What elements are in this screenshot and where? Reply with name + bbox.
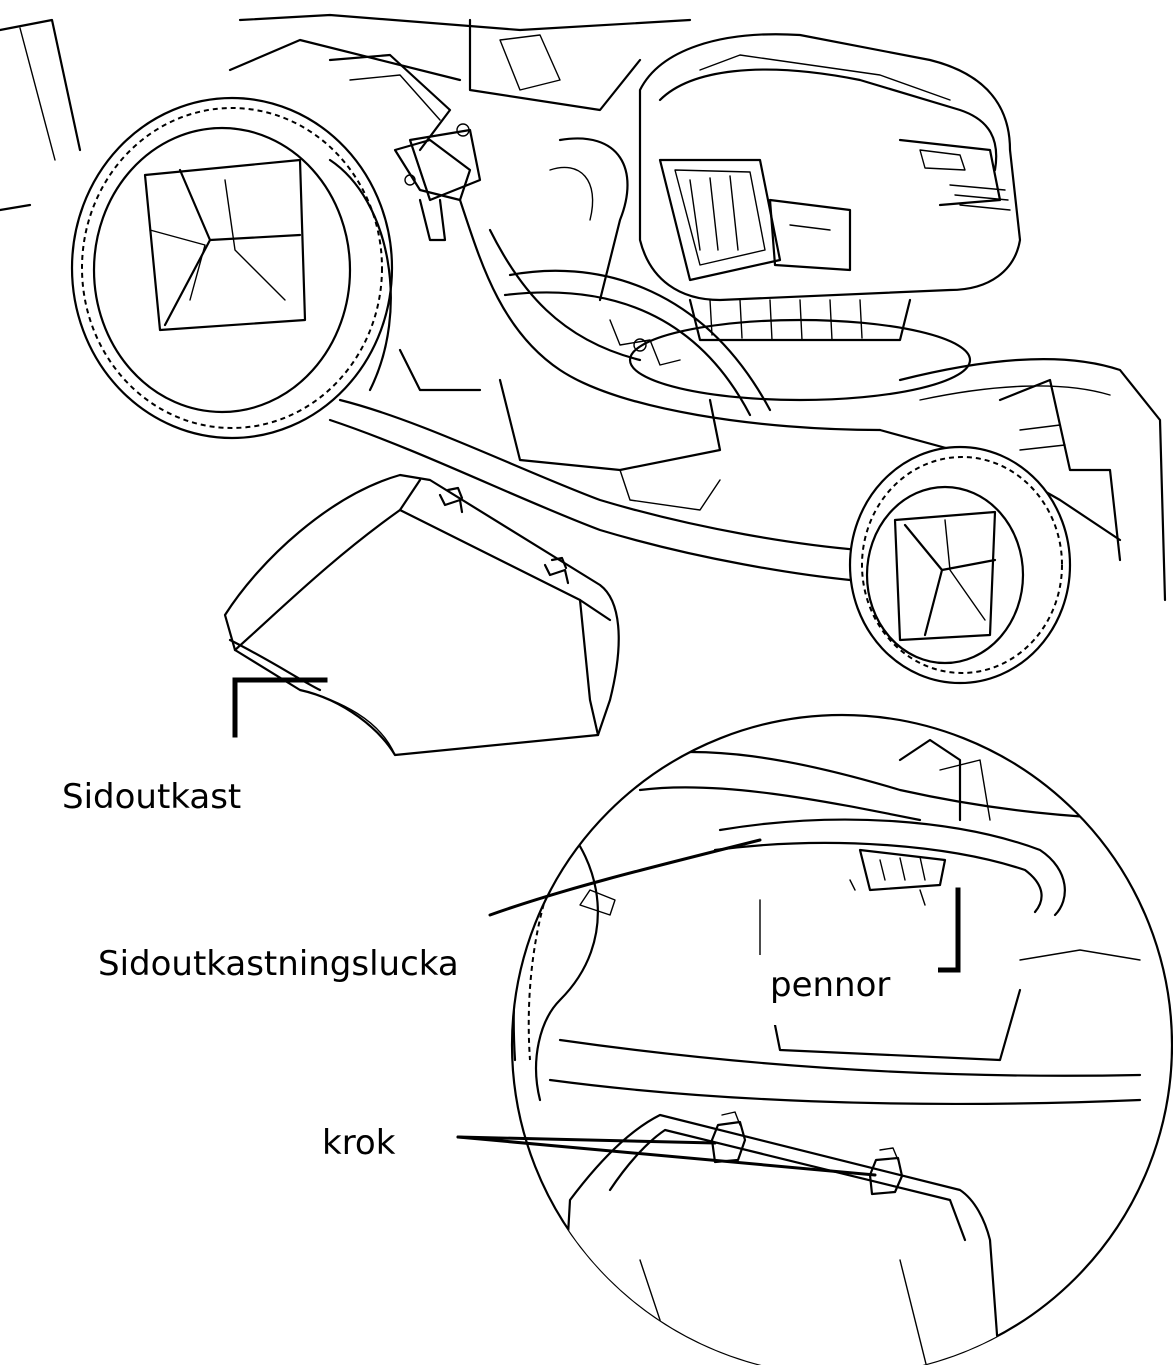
labels: Sidoutkast Sidoutkastningslucka pennor k… bbox=[62, 777, 938, 1163]
label-side-discharge: Sidoutkast bbox=[62, 777, 241, 817]
label-hook: krok bbox=[322, 1123, 396, 1163]
mower-handle-frame bbox=[228, 13, 692, 242]
label-side-discharge-flap: Sidoutkastningslucka bbox=[98, 944, 459, 984]
battery-housing bbox=[638, 33, 1022, 302]
label-pins: pennor bbox=[770, 965, 890, 1005]
grass-bag-edge bbox=[0, 18, 82, 212]
front-wheel bbox=[848, 445, 1072, 685]
side-discharge-flap-bar bbox=[503, 269, 772, 417]
motor-base bbox=[628, 298, 972, 402]
pins-leader-line bbox=[937, 887, 961, 973]
hook-leader-line-2 bbox=[456, 1135, 877, 1177]
hook-leader-line-1 bbox=[456, 1135, 717, 1145]
leader-lines bbox=[456, 838, 961, 1177]
side-discharge-chute bbox=[223, 473, 620, 757]
detail-view bbox=[510, 713, 1173, 1365]
pins-label-background bbox=[758, 955, 938, 1025]
lawn-mower-illustration bbox=[0, 13, 1167, 757]
flap-leader-line bbox=[488, 838, 762, 917]
rear-wheel bbox=[70, 96, 394, 440]
